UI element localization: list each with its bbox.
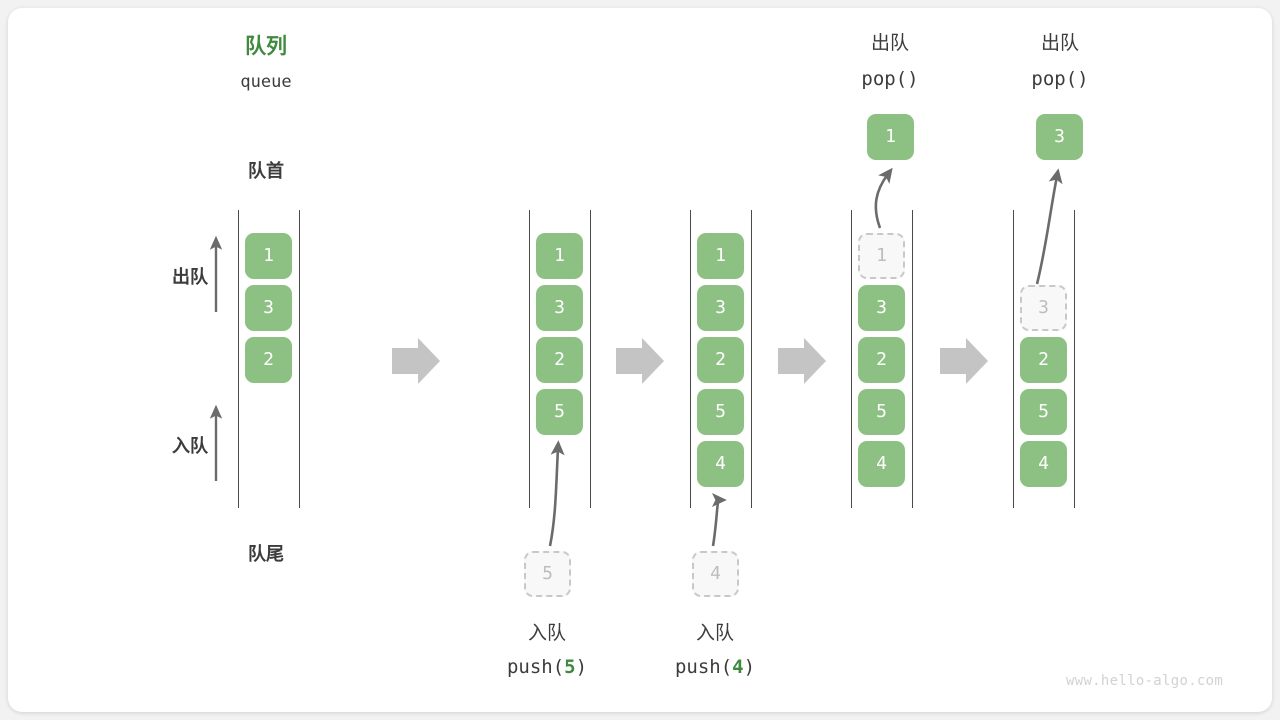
queue-cell-ghost: 1 <box>858 233 905 279</box>
rail-right-p2 <box>590 210 591 508</box>
caption-suffix: ) <box>575 656 588 678</box>
dequeue-side-label: 出队 <box>172 267 208 287</box>
rail-left-p1 <box>238 210 239 508</box>
rail-left-p3 <box>690 210 691 508</box>
panel-caption-code: push(5) <box>487 658 607 677</box>
panel-caption-cn: 入队 <box>695 623 734 644</box>
queue-cell: 3 <box>536 285 583 331</box>
front-label: 队首 <box>248 161 284 181</box>
popped-cell: 3 <box>1036 114 1083 160</box>
pop-header-code: pop() <box>1031 68 1089 90</box>
queue-cell: 4 <box>697 441 744 487</box>
popped-cell: 1 <box>867 114 914 160</box>
queue-cell-ghost: 3 <box>1020 285 1067 331</box>
caption-suffix: ) <box>743 656 756 678</box>
queue-title-cn: 队列 <box>245 35 287 58</box>
incoming-ghost-cell: 4 <box>692 551 739 597</box>
rail-right-p5 <box>1074 210 1075 508</box>
diagram-card <box>8 8 1272 712</box>
queue-cell: 2 <box>1020 337 1067 383</box>
rail-right-p1 <box>299 210 300 508</box>
caption-arg: 4 <box>732 656 744 678</box>
queue-cell: 2 <box>858 337 905 383</box>
watermark: www.hello-algo.com <box>1066 673 1224 689</box>
queue-title-code: queue <box>240 72 292 92</box>
caption-arg: 5 <box>564 656 576 678</box>
queue-cell: 5 <box>858 389 905 435</box>
pop-header-code: pop() <box>861 68 919 90</box>
enqueue-side-label: 入队 <box>172 436 208 456</box>
queue-cell: 1 <box>697 233 744 279</box>
queue-cell: 2 <box>245 337 292 383</box>
queue-cell: 5 <box>1020 389 1067 435</box>
queue-cell: 1 <box>245 233 292 279</box>
rail-left-p4 <box>851 210 852 508</box>
queue-cell: 3 <box>858 285 905 331</box>
caption-prefix: push( <box>674 656 733 678</box>
queue-cell: 3 <box>245 285 292 331</box>
queue-cell: 3 <box>697 285 744 331</box>
rail-left-p5 <box>1013 210 1014 508</box>
queue-cell: 2 <box>697 337 744 383</box>
rail-right-p3 <box>751 210 752 508</box>
queue-cell: 5 <box>536 389 583 435</box>
queue-cell: 2 <box>536 337 583 383</box>
queue-cell: 4 <box>858 441 905 487</box>
incoming-ghost-cell: 5 <box>524 551 571 597</box>
queue-cell: 4 <box>1020 441 1067 487</box>
rail-right-p4 <box>912 210 913 508</box>
rail-left-p2 <box>529 210 530 508</box>
caption-prefix: push( <box>506 656 565 678</box>
queue-cell: 1 <box>536 233 583 279</box>
panel-caption-cn: 入队 <box>527 623 566 644</box>
queue-cell: 5 <box>697 389 744 435</box>
pop-header-cn: 出队 <box>870 33 909 54</box>
pop-header-cn: 出队 <box>1040 33 1079 54</box>
panel-caption-code: push(4) <box>655 658 775 677</box>
rear-label: 队尾 <box>248 544 284 564</box>
